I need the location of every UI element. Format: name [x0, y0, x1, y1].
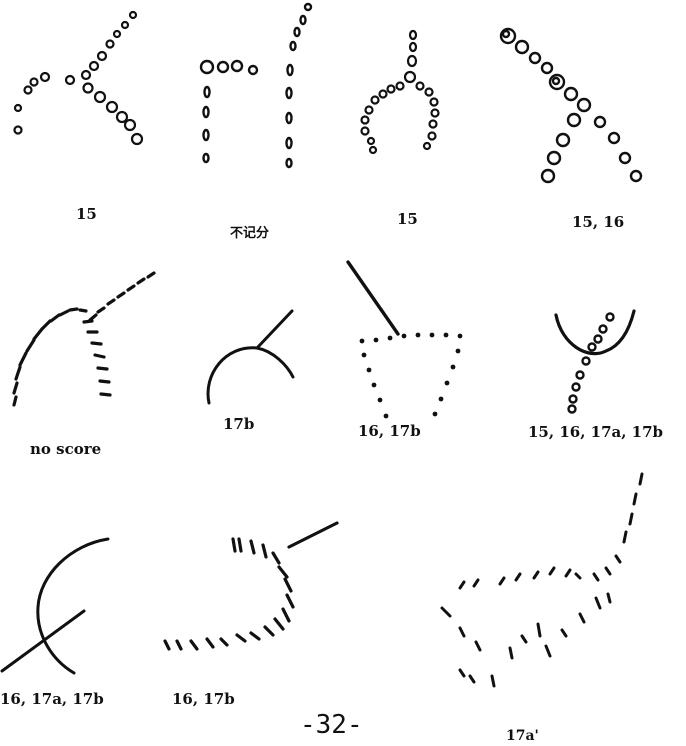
page-number: -32- — [300, 710, 363, 740]
figure-11-drawing — [430, 470, 660, 700]
figure-8-score: 15, 16, 17a, 17b — [528, 423, 664, 441]
figure-7-score: 16, 17b — [358, 422, 421, 440]
figure-3-drawing — [345, 0, 465, 165]
figure-1-score: 15 — [76, 205, 97, 223]
figure-10-drawing — [155, 515, 345, 685]
figure-11-score: 17a' — [506, 728, 539, 744]
figure-5-drawing — [0, 265, 165, 410]
figure-10-score: 16, 17b — [172, 690, 235, 708]
figure-6-score: 17b — [223, 415, 255, 433]
figure-5-score: no score — [30, 440, 102, 458]
figure-6-drawing — [195, 295, 305, 410]
figure-3-score: 15 — [397, 210, 418, 228]
figure-9-score: 16, 17a, 17b — [0, 690, 104, 708]
figure-7-drawing — [340, 258, 480, 428]
figure-9-drawing — [0, 535, 120, 685]
figure-2-drawing — [185, 0, 325, 180]
figure-8-drawing — [548, 305, 648, 420]
figure-2-score: 不记分 — [230, 226, 270, 241]
figure-1-drawing — [0, 0, 170, 160]
figure-4-score: 15, 16 — [572, 213, 625, 231]
figure-4-drawing — [490, 10, 670, 190]
